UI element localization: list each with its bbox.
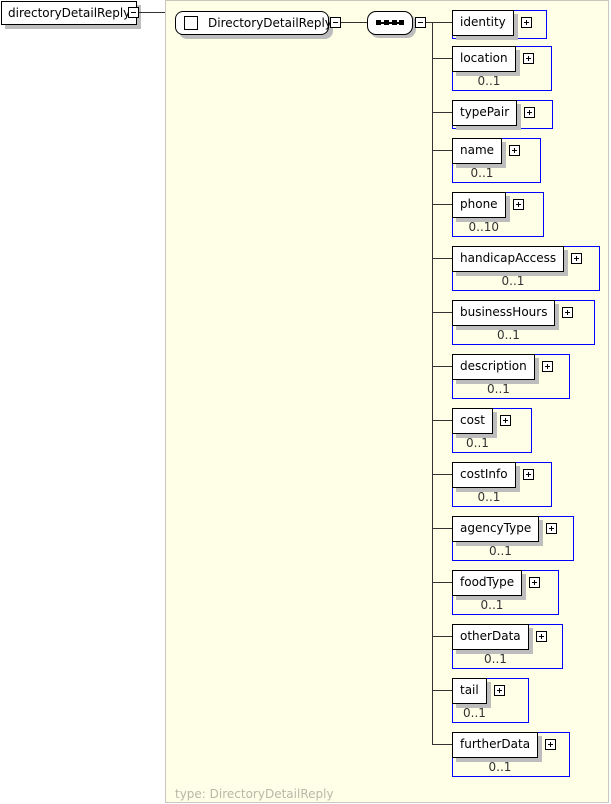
element-label: typePair (452, 100, 518, 126)
connector (432, 204, 452, 205)
expand-typePair-button[interactable] (524, 107, 535, 118)
sequence-icon (376, 20, 404, 25)
expand-agencyType-button[interactable] (546, 523, 557, 534)
connector (432, 22, 452, 23)
expand-tail-button[interactable] (494, 685, 505, 696)
expand-phone-button[interactable] (513, 199, 524, 210)
collapse-sequence-button[interactable] (415, 17, 426, 28)
expand-description-button[interactable] (542, 361, 553, 372)
connector (432, 150, 452, 151)
element-label: identity (452, 10, 514, 36)
element-businessHours[interactable]: businessHours 0..1 (452, 300, 595, 345)
element-label: cost (452, 408, 493, 434)
element-label: costInfo (452, 462, 516, 488)
connector (341, 22, 367, 23)
element-typePair[interactable]: typePair (452, 100, 553, 129)
type-icon (184, 16, 198, 30)
element-label: description (452, 354, 535, 380)
cardinality: 0..1 (489, 544, 512, 558)
expand-identity-button[interactable] (521, 17, 532, 28)
element-label: location (452, 46, 516, 72)
element-description[interactable]: description 0..1 (452, 354, 570, 399)
complex-type-node[interactable]: DirectoryDetailReply (175, 11, 332, 35)
cardinality: 0..1 (477, 74, 501, 88)
root-element[interactable]: directoryDetailReply (1, 1, 138, 25)
connector (139, 12, 165, 13)
expand-costInfo-button[interactable] (523, 469, 534, 480)
expand-foodType-button[interactable] (529, 577, 540, 588)
complex-type-label: DirectoryDetailReply (208, 16, 332, 30)
element-phone[interactable]: phone 0..10 (452, 192, 544, 237)
connector (432, 258, 452, 259)
cardinality: 0..1 (501, 274, 525, 288)
connector (432, 366, 452, 367)
element-furtherData[interactable]: furtherData 0..1 (452, 732, 570, 777)
element-handicapAccess[interactable]: handicapAccess 0..1 (452, 246, 600, 291)
element-agencyType[interactable]: agencyType 0..1 (452, 516, 574, 561)
connector (432, 312, 452, 313)
expand-furtherData-button[interactable] (545, 739, 556, 750)
element-label: otherData (452, 624, 529, 650)
element-name[interactable]: name 0..1 (452, 138, 541, 183)
sequence-trunk-line (432, 22, 433, 744)
expand-otherData-button[interactable] (536, 631, 547, 642)
connector (432, 636, 452, 637)
expand-handicapAccess-button[interactable] (571, 253, 582, 264)
element-cost[interactable]: cost 0..1 (452, 408, 532, 453)
collapse-type-button[interactable] (330, 17, 341, 28)
element-label: businessHours (452, 300, 556, 326)
cardinality: 0..1 (497, 328, 520, 342)
root-element-label: directoryDetailReply (8, 6, 131, 20)
element-label: handicapAccess (452, 246, 565, 272)
element-label: agencyType (452, 516, 540, 542)
cardinality: 0..1 (477, 490, 501, 504)
element-location[interactable]: location 0..1 (452, 46, 552, 91)
expand-businessHours-button[interactable] (562, 307, 573, 318)
cardinality: 0..1 (480, 598, 504, 612)
element-costInfo[interactable]: costInfo 0..1 (452, 462, 552, 507)
type-footer: type: DirectoryDetailReply (175, 787, 334, 801)
cardinality: 0..1 (470, 166, 494, 180)
element-identity[interactable]: identity (452, 10, 547, 39)
cardinality: 0..1 (487, 382, 510, 396)
element-foodType[interactable]: foodType 0..1 (452, 570, 559, 615)
cardinality: 0..1 (484, 652, 507, 666)
connector (432, 112, 452, 113)
element-label: phone (452, 192, 506, 218)
cardinality: 0..1 (466, 436, 489, 450)
sequence-node[interactable] (367, 11, 413, 35)
connector (432, 528, 452, 529)
cardinality: 0..10 (468, 220, 500, 234)
collapse-root-button[interactable] (128, 7, 139, 18)
connector (432, 420, 452, 421)
cardinality: 0..1 (463, 706, 486, 720)
connector (432, 474, 452, 475)
expand-location-button[interactable] (523, 53, 534, 64)
expand-name-button[interactable] (509, 145, 520, 156)
connector (432, 690, 452, 691)
element-otherData[interactable]: otherData 0..1 (452, 624, 563, 669)
element-label: furtherData (452, 732, 539, 758)
connector (432, 744, 452, 745)
element-tail[interactable]: tail 0..1 (452, 678, 529, 723)
connector (432, 582, 452, 583)
element-label: tail (452, 678, 487, 704)
expand-cost-button[interactable] (500, 415, 511, 426)
type-panel (165, 0, 609, 803)
cardinality: 0..1 (488, 760, 512, 774)
connector (432, 58, 452, 59)
element-label: foodType (452, 570, 523, 596)
element-label: name (452, 138, 503, 164)
